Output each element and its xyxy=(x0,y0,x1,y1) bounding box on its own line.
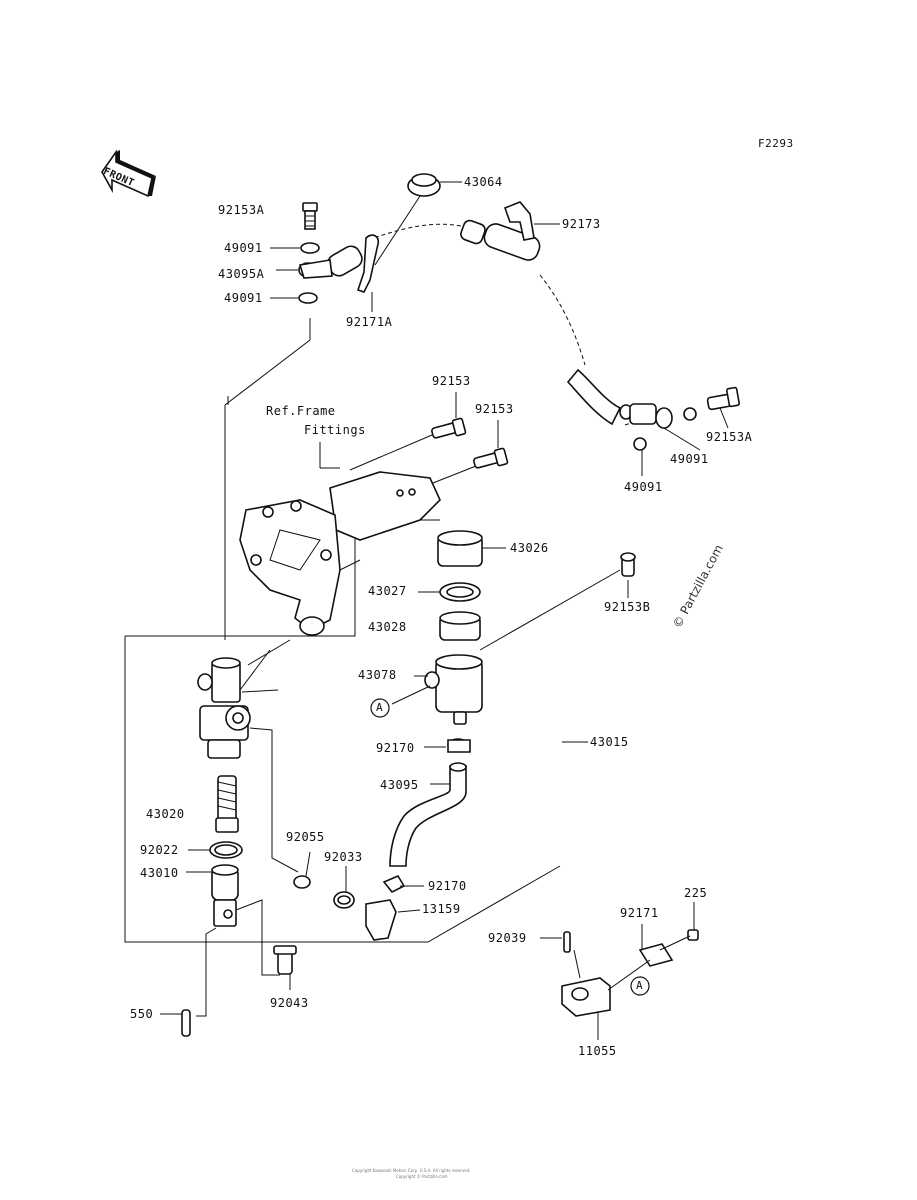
label-92043: 92043 xyxy=(270,996,309,1010)
footer-line1: Copyright Kawasaki Motors Corp. U.S.A. A… xyxy=(352,1168,471,1173)
label-92171A: 92171A xyxy=(346,315,393,329)
pushrod-assembly xyxy=(160,841,297,1037)
label-43020: 43020 xyxy=(146,807,185,821)
label-550: 550 xyxy=(130,1007,154,1021)
label-49091-top1: 49091 xyxy=(224,241,263,255)
marker-a-reservoir xyxy=(370,698,390,718)
footer-line2: Copyright © Partzilla.com xyxy=(396,1174,448,1179)
marker-a-bracket-label: A xyxy=(636,979,644,992)
label-92055: 92055 xyxy=(286,830,325,844)
ref-note-line2: Fittings xyxy=(304,423,366,437)
front-arrow-icon xyxy=(101,149,156,198)
label-11055: 11055 xyxy=(578,1044,617,1058)
label-43064: 43064 xyxy=(464,175,503,189)
label-49091-right2: 49091 xyxy=(624,480,663,494)
reservoir-group xyxy=(391,530,636,743)
label-92153A-right: 92153A xyxy=(706,430,753,444)
figure-code: F2293 xyxy=(758,137,794,150)
marker-a-bracket xyxy=(630,976,650,996)
label-92153B: 92153B xyxy=(604,600,651,614)
label-92171: 92171 xyxy=(620,906,659,920)
label-49091-top2: 49091 xyxy=(224,291,263,305)
master-cylinder-43015 xyxy=(197,639,299,873)
label-43026: 43026 xyxy=(510,541,549,555)
label-92170-b: 92170 xyxy=(428,879,467,893)
label-92033: 92033 xyxy=(324,850,363,864)
label-92039: 92039 xyxy=(488,931,527,945)
marker-a-reservoir-label: A xyxy=(376,701,384,714)
label-92170-a: 92170 xyxy=(376,741,415,755)
brake-hose-upper xyxy=(327,219,661,426)
piston-spring-43020 xyxy=(215,775,239,833)
label-43095A: 43095A xyxy=(218,267,265,281)
label-92153A-top: 92153A xyxy=(218,203,265,217)
label-92153-a: 92153 xyxy=(432,374,471,388)
label-43010: 43010 xyxy=(140,866,179,880)
label-92173: 92173 xyxy=(562,217,601,231)
label-43027: 43027 xyxy=(368,584,407,598)
banjo-assembly-top xyxy=(270,202,333,304)
hose-end-right xyxy=(619,386,740,476)
label-43015: 43015 xyxy=(590,735,629,749)
label-92022: 92022 xyxy=(140,843,179,857)
label-225: 225 xyxy=(684,886,708,900)
label-43078: 43078 xyxy=(358,668,397,682)
bolts-92153 xyxy=(349,392,509,501)
label-49091-right1: 49091 xyxy=(670,452,709,466)
clamp-92173 xyxy=(503,201,560,241)
bracket-11055 xyxy=(540,902,699,1040)
label-43095: 43095 xyxy=(380,778,419,792)
lower-fittings xyxy=(293,851,424,941)
label-92153-b: 92153 xyxy=(475,402,514,416)
clip-92171A xyxy=(356,234,380,312)
grommet-43064 xyxy=(374,173,462,266)
reservoir-hose-43095 xyxy=(389,738,471,867)
label-13159: 13159 xyxy=(422,902,461,916)
frame-bracket xyxy=(239,442,441,636)
label-43028: 43028 xyxy=(368,620,407,634)
ref-note-line1: Ref.Frame xyxy=(266,404,336,418)
